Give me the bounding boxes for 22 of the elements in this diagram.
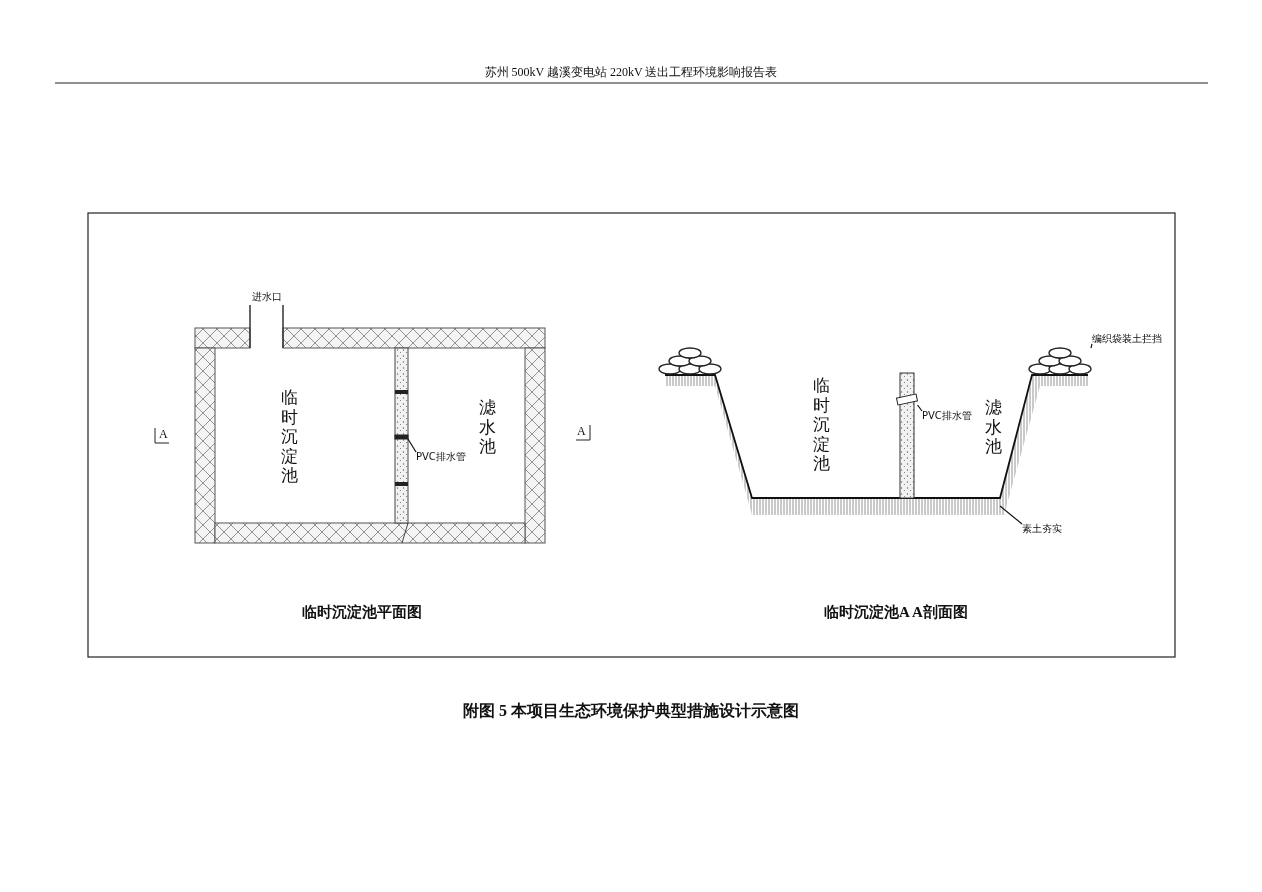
chamber-label: 滤水池 bbox=[478, 398, 497, 457]
chamber-label: 滤水池 bbox=[984, 398, 1003, 457]
pipe-label: PVC排水管 bbox=[416, 452, 466, 462]
drawing-title: 临时沉淀池平面图 bbox=[302, 605, 422, 620]
sandbag-drawing bbox=[1028, 347, 1092, 375]
drawing-title: 临时沉淀池A A剖面图 bbox=[824, 605, 968, 620]
pipe-label: PVC排水管 bbox=[922, 411, 972, 421]
inlet-label: 进水口 bbox=[252, 292, 282, 302]
leader-line bbox=[916, 404, 923, 412]
chamber-label: 临时沉淀池 bbox=[812, 376, 831, 474]
chamber-label: 临时沉淀池 bbox=[280, 388, 299, 486]
section-letter: A bbox=[159, 428, 168, 440]
section-letter: A bbox=[577, 425, 586, 437]
callout-label: 素土夯实 bbox=[1022, 524, 1062, 534]
callout-label: 编织袋装土拦挡 bbox=[1092, 334, 1162, 344]
figure-caption: 附图 5 本项目生态环境保护典型措施设计示意图 bbox=[463, 703, 799, 719]
leader-line bbox=[407, 438, 417, 453]
drain-pipe bbox=[896, 393, 918, 406]
leader-line bbox=[999, 505, 1023, 525]
leader-line bbox=[1090, 343, 1093, 349]
page-header: 苏州 500kV 越溪变电站 220kV 送出工程环境影响报告表 bbox=[484, 66, 778, 78]
drain-pipe bbox=[394, 434, 409, 440]
